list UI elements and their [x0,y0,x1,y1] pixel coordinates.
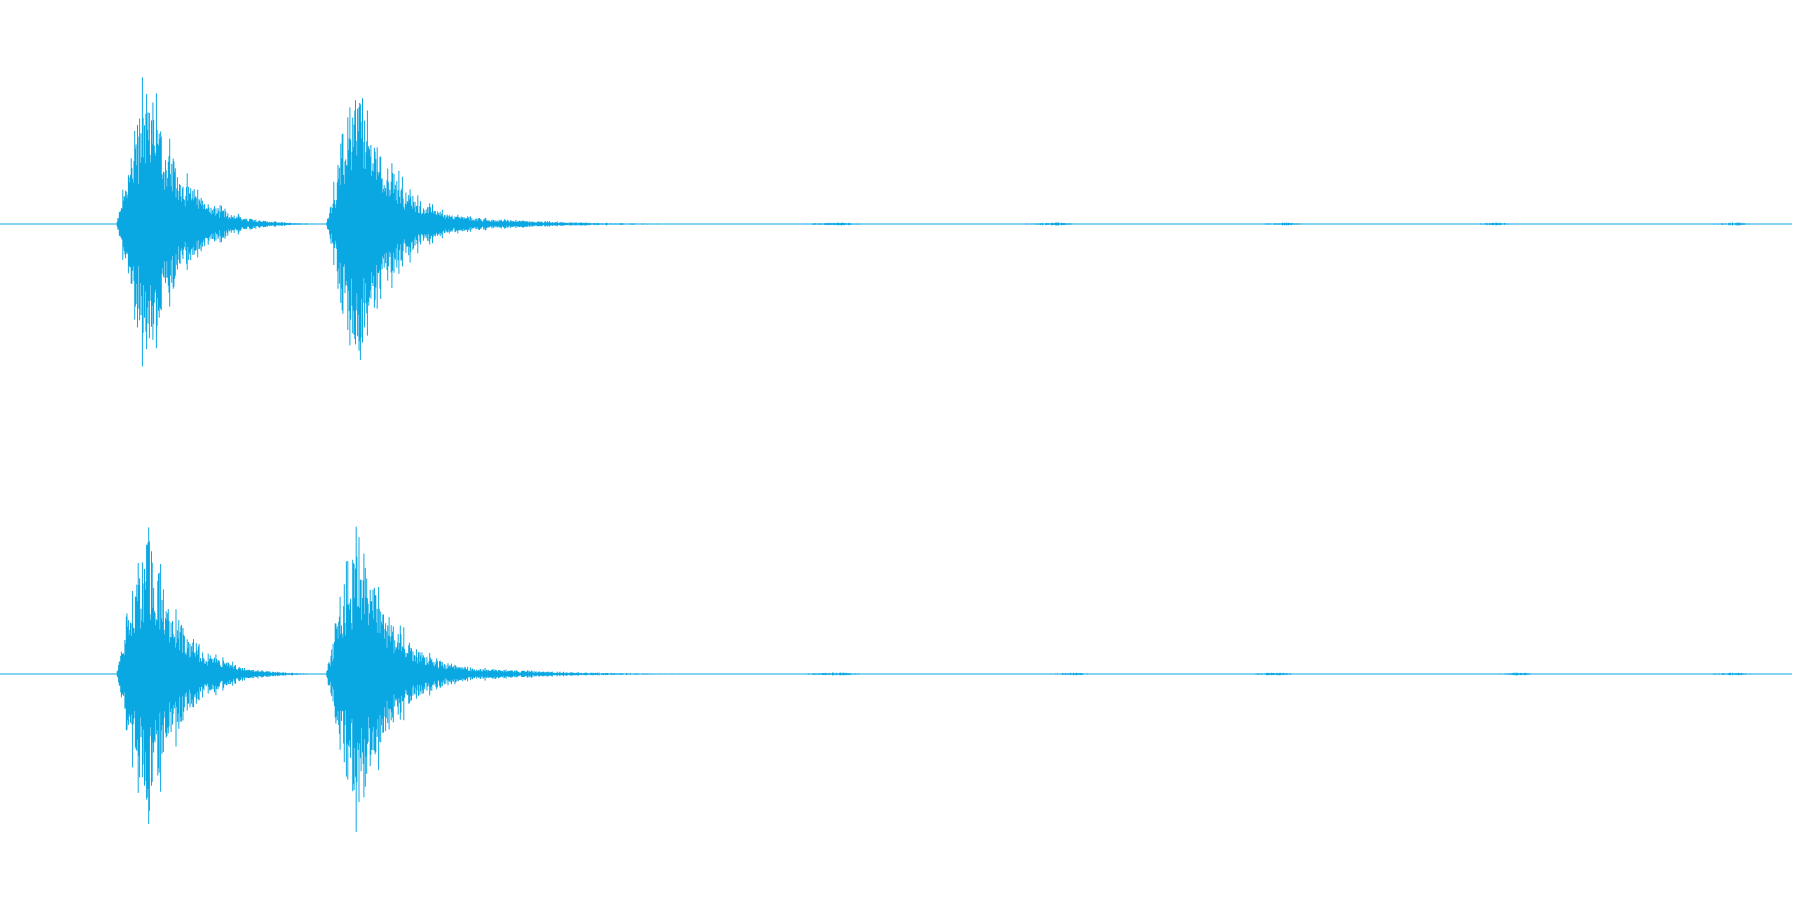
channel-2-burst-5 [781,672,904,676]
channel-2-burst-2 [250,669,332,679]
channel-1-burst-1 [116,77,252,367]
channel-2-burst-1 [116,527,252,824]
channel-1-burst-5 [790,222,895,226]
channel-1-burst-2 [250,219,332,230]
channel-2-burst-4 [447,663,690,686]
channel-2-burst-9 [1695,672,1773,676]
channel-1-burst-4 [447,214,681,234]
channel-2-burst-8 [1489,672,1560,676]
channel-layer [0,77,1792,832]
channel-2-burst-6 [1037,672,1123,676]
channel-1-burst-9 [1704,222,1774,226]
channel-2 [0,526,1792,832]
channel-1-burst-7 [1247,222,1326,226]
channel-1-burst-8 [1471,222,1541,226]
channel-2-burst-7 [1237,672,1325,676]
channel-1-burst-6 [1014,222,1120,226]
channel-1 [0,77,1792,367]
